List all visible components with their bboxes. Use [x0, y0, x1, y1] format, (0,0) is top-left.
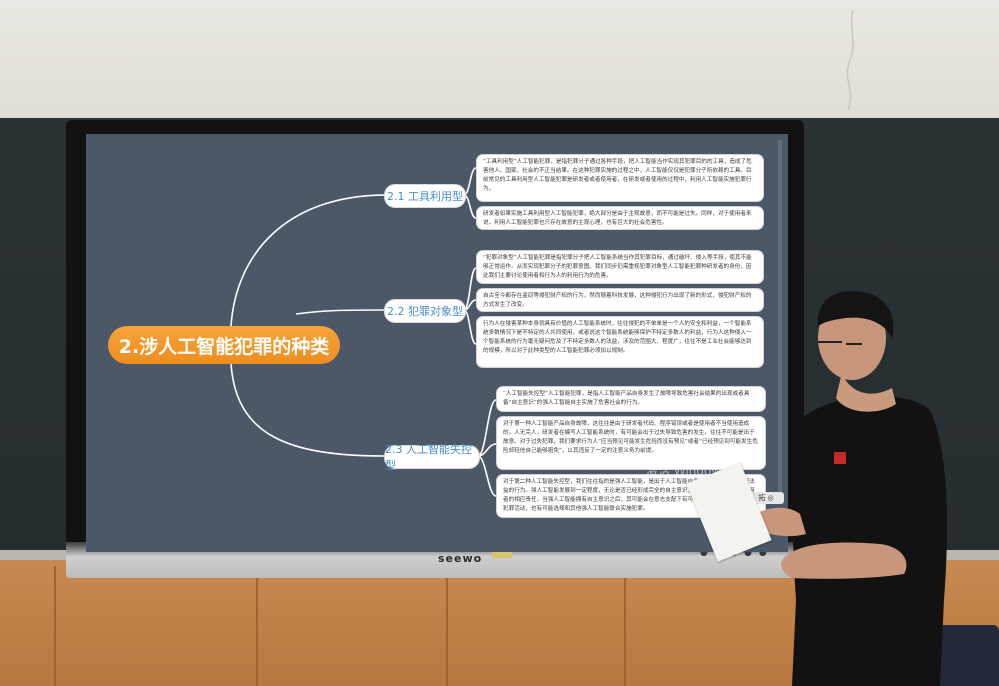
presenter-shirt: [792, 395, 948, 686]
floating-toolbar[interactable]: 拓 ◎: [748, 492, 784, 504]
cabinet-door-divider: [446, 566, 448, 686]
note-card[interactable]: 自古至今都存在盗窃等侵犯财产权的行为，然而随着科技发展，这种侵犯行为出现了新的形…: [476, 288, 764, 312]
monitor-brand-logo: seewo: [438, 552, 483, 565]
presenter-neck: [836, 372, 896, 412]
backpack: [935, 625, 999, 686]
note-text: 对于第一种人工智能产品自身故障，这往往是由于研发者代码、程序错误或者是使用者不当…: [503, 421, 758, 454]
note-card[interactable]: “人工智能失控型”人工智能犯罪，是指人工智能产品自身发生了故障导致危害社会结果的…: [496, 386, 766, 412]
branch-ai-out-of-control[interactable]: 2.3 人工智能失控型: [384, 443, 480, 472]
note-card[interactable]: 对于第一种人工智能产品自身故障，这往往是由于研发者代码、程序错误或者是使用者不当…: [496, 416, 766, 470]
screen-scrollbar[interactable]: [778, 140, 782, 500]
cabinet-door-divider: [256, 566, 258, 686]
note-text: 自古至今都存在盗窃等侵犯财产权的行为，然而随着科技发展，这种侵犯行为出现了新的形…: [483, 293, 752, 308]
mindmap-connectors: [230, 167, 497, 497]
note-card[interactable]: “工具利用型”人工智能犯罪，是指犯罪分子通过各种手段，把人工智能当作实现其犯罪目…: [476, 154, 764, 202]
classroom-wall: [0, 0, 999, 140]
wall-crack: [846, 10, 854, 110]
presenter-glasses: [818, 341, 862, 345]
note-card[interactable]: 研发者如果实施工具利用型人工智能犯罪，绝大部分是由于主观故意，而不可能是过失。同…: [476, 206, 764, 230]
presenter-arm: [781, 542, 907, 579]
presenter-arm: [760, 507, 806, 537]
presenter-hair: [817, 291, 894, 338]
note-text: “工具利用型”人工智能犯罪，是指犯罪分子通过各种手段，把人工智能当作实现其犯罪目…: [483, 159, 752, 192]
presenter-badge: [834, 452, 846, 464]
note-card[interactable]: 行为人在侵害某种本身就具有价值的人工智能系统时，往往侵犯的不单单是一个人的安全和…: [476, 316, 764, 368]
cabinet-door-divider: [624, 566, 626, 686]
note-text: “人工智能失控型”人工智能犯罪，是指人工智能产品自身发生了故障导致危害社会结果的…: [503, 391, 750, 406]
cabinet-door-divider: [54, 566, 56, 686]
mindmap-root-node[interactable]: 2.涉人工智能犯罪的种类: [108, 326, 340, 364]
note-text: 对于第二种人工智能失控型，我们往往指的是强人工智能，是出于人工智能自身意识，做出…: [503, 479, 755, 512]
note-text: “犯罪对象型”人工智能犯罪是指犯罪分子把人工智能系统当作其犯罪目标，通过破坏、侵…: [483, 255, 752, 279]
branch-crime-target[interactable]: 2.2 犯罪对象型: [384, 299, 466, 323]
branch-tool-utilization[interactable]: 2.1 工具利用型: [384, 184, 466, 208]
note-text: 研发者如果实施工具利用型人工智能犯罪，绝大部分是由于主观故意，而不可能是过失。同…: [483, 211, 752, 226]
note-text: 行为人在侵害某种本身就具有价值的人工智能系统时，往往侵犯的不单单是一个人的安全和…: [483, 321, 752, 354]
note-card[interactable]: “犯罪对象型”人工智能犯罪是指犯罪分子把人工智能系统当作其犯罪目标，通过破坏、侵…: [476, 250, 764, 284]
